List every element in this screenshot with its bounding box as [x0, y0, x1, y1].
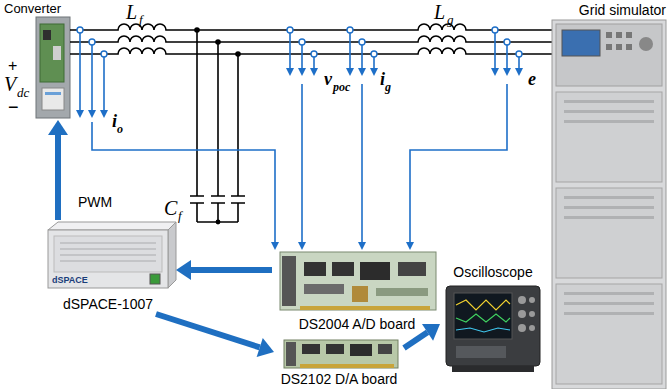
capacitor-symbol — [190, 30, 245, 222]
ad-board-image — [280, 252, 436, 310]
device-label: Converter — [4, 2, 61, 17]
device-label: DS2004 A/D board — [299, 316, 416, 332]
device-label: Grid simulator — [579, 2, 666, 18]
edge-label: PWM — [78, 194, 112, 210]
symbol-label: f — [178, 209, 182, 222]
symbol-label: L — [126, 2, 137, 22]
signal-arrow — [156, 314, 274, 357]
device-label: dSPACE-1007 — [63, 296, 153, 312]
sensing-arrows — [80, 33, 519, 244]
symbol-label: dc — [17, 86, 29, 99]
symbol-label: g — [385, 81, 391, 93]
symbol-label: o — [117, 123, 123, 135]
arrow-head — [257, 338, 274, 357]
oscilloscope-image — [446, 286, 540, 372]
arrow-shaft — [55, 135, 61, 220]
device-label: dSPACE — [52, 275, 88, 285]
arrow-head — [48, 120, 68, 135]
symbol-label: + — [8, 58, 17, 74]
three-phase-wires — [70, 24, 552, 54]
da-board-image — [284, 340, 398, 368]
symbol-label: V — [4, 74, 16, 94]
device-label: Oscilloscope — [453, 264, 532, 280]
arrow-head — [422, 324, 440, 341]
arrow-head — [176, 260, 191, 280]
dspace-box-image — [48, 222, 176, 288]
symbol-label: g — [447, 13, 454, 26]
symbol-label: L — [434, 2, 445, 22]
symbol-label: i — [380, 70, 385, 88]
symbol-label: v — [324, 70, 332, 88]
arrow-shaft — [156, 314, 260, 347]
arrow-shaft — [404, 332, 428, 348]
signal-arrow — [176, 260, 272, 280]
device-node: Grid simulator — [550, 0, 670, 389]
device-label: DS2102 D/A board — [281, 371, 398, 387]
symbol-label: − — [8, 98, 19, 116]
sensing-points — [77, 27, 522, 57]
symbol-label: i — [112, 112, 117, 130]
converter-image — [36, 17, 70, 118]
device-node: DS2004 A/D board — [272, 248, 442, 336]
junction-dots — [194, 27, 241, 224]
symbol-label: C — [164, 198, 177, 218]
device-node: Oscilloscope — [440, 262, 546, 378]
signal-arrow — [48, 120, 68, 220]
grid-simulator-image — [552, 20, 666, 389]
arrow-shaft — [191, 267, 272, 273]
device-node: DS2102 D/A board — [274, 338, 404, 388]
device-node: dSPACE dSPACE-1007 — [40, 220, 176, 314]
symbol-label: poc — [333, 81, 350, 93]
symbol-label: f — [139, 13, 143, 26]
symbol-label: e — [528, 70, 536, 88]
